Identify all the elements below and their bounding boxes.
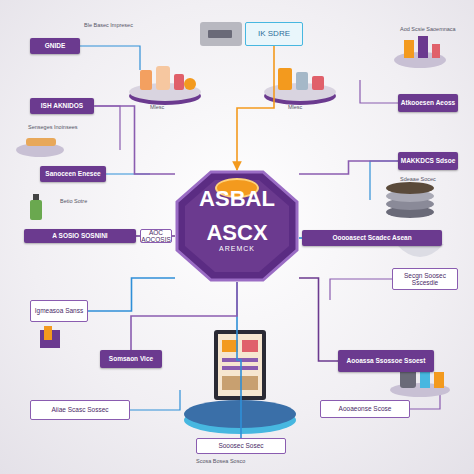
node-text: Aooassa Ssossoe Ssoest xyxy=(347,357,426,364)
process-box: MAKKDCS Sdsoe xyxy=(398,152,458,170)
node-text: AOC AOCOSIS xyxy=(141,229,171,243)
badge-circle: ASBAL xyxy=(215,178,259,198)
node-text: Igmeasoa Sanss xyxy=(35,307,83,314)
process-box: Somsaon Vice xyxy=(100,350,162,368)
bottle-icon xyxy=(30,194,42,220)
note-label: Ble Basec Impresec xyxy=(84,22,140,29)
connector xyxy=(299,161,398,174)
connector xyxy=(94,106,175,174)
node-text: Sanoceen Enesee xyxy=(45,170,100,177)
node-text: Ooooasect Scadec Asean xyxy=(332,234,411,241)
band-box: AOC AOCOSIS xyxy=(140,229,172,243)
food-platform xyxy=(129,66,201,105)
connector xyxy=(237,46,274,170)
node-text: Aiiae Scasc Sossec xyxy=(51,406,108,413)
note-label: Scosa Bosea Sosco xyxy=(196,458,286,465)
process-box: Aooaeonse Scose xyxy=(320,400,410,418)
node-text: ISH AKNIDOS xyxy=(41,102,83,109)
process-box: Atkooesen Aeoss xyxy=(398,94,458,112)
node-text: Secgn Soosec Sscesdie xyxy=(393,272,457,286)
plate-stack xyxy=(386,182,434,218)
node-text: Aooaeonse Scose xyxy=(339,405,392,412)
hub-octagon: ASCXAREMCK ASBAL xyxy=(175,170,299,282)
band-box: Ooooasect Scadec Asean xyxy=(302,230,442,246)
note-label: Betio Sotre xyxy=(60,198,110,205)
node-text: A SOSIO SOSNINI xyxy=(52,232,107,239)
process-box: Sanoceen Enesee xyxy=(40,166,106,182)
icon-box xyxy=(208,30,232,38)
cup-icon xyxy=(40,326,60,348)
tablet-illustration xyxy=(184,330,296,434)
connector xyxy=(88,278,175,311)
bowl-icon xyxy=(394,36,446,68)
node-text: Atkooesen Aeoss xyxy=(401,99,455,106)
header-box: IK SDRE xyxy=(245,22,303,46)
node-text: MAKKDCS Sdsoe xyxy=(401,157,456,164)
process-box: Igmeasoa Sanss xyxy=(30,300,88,322)
node-text: Sooosec Sosec xyxy=(218,442,263,449)
connector xyxy=(131,282,237,350)
node-subtext: AREMCK xyxy=(219,245,255,253)
process-box: Secgn Soosec Sscesdie xyxy=(392,268,458,290)
node-text: IK SDRE xyxy=(258,30,290,39)
note-label: Senseges Inoinsees xyxy=(28,124,82,131)
note-label: Mlesc xyxy=(150,104,190,111)
node-text: ASBAL xyxy=(199,187,275,211)
process-box: Aooassa Ssossoe Ssoest xyxy=(338,350,434,372)
decor-wire xyxy=(80,46,440,410)
process-box: GNIDE xyxy=(30,38,80,54)
node-text: Somsaon Vice xyxy=(109,355,153,362)
band-box: A SOSIO SOSNINI xyxy=(24,229,136,243)
note-label: Aod Scsie Saoemnaca xyxy=(400,26,462,33)
note-label: Mlesc xyxy=(288,104,328,111)
process-box: Sooosec Sosec xyxy=(196,438,286,454)
plate-icon xyxy=(16,138,64,157)
process-box: Aiiae Scasc Sossec xyxy=(30,400,130,420)
node-text: ASCX xyxy=(206,221,267,245)
connector xyxy=(299,278,338,361)
note-label: Sdeaae Socec xyxy=(400,176,460,183)
node-text: GNIDE xyxy=(45,42,66,49)
icon-box xyxy=(200,22,242,46)
process-box: ISH AKNIDOS xyxy=(30,98,94,114)
